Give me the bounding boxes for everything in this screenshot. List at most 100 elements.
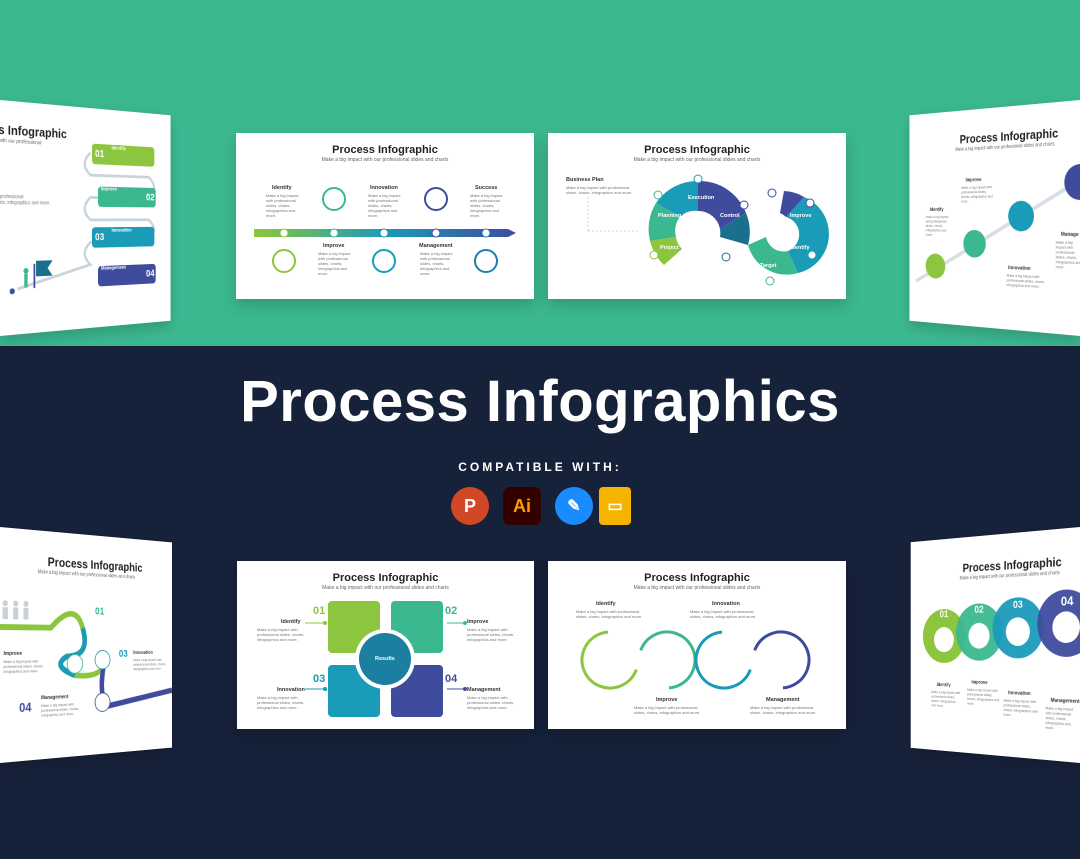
step-label: Improve (965, 177, 982, 184)
segment-label: Improve (790, 213, 812, 219)
main-headline: Process Infographics (240, 369, 840, 434)
step-number: 01 (95, 606, 105, 618)
step-label: Management (467, 687, 501, 693)
step-desc: Make a big impact with professional slid… (566, 185, 633, 195)
step-label: Identify (936, 682, 951, 689)
step-label: Innovation (277, 687, 305, 693)
step-label: Improve (467, 619, 489, 625)
app-glyph: P (463, 495, 476, 516)
step-desc: Make a big impact with professional slid… (133, 657, 167, 672)
segment-label: Planning (658, 213, 682, 219)
step-label: Identify (111, 145, 126, 152)
google-slides-icon: ▭ (599, 487, 631, 525)
top-green-band (0, 0, 1080, 346)
step-number: 04 (19, 699, 32, 715)
illustrator-icon: Ai (503, 487, 541, 525)
preview-slide-5: Process Infographic Make a big impact wi… (0, 527, 172, 763)
app-glyph: Ai (513, 495, 531, 516)
quadrant-graphic (305, 601, 467, 717)
segment-label: Control (720, 213, 740, 219)
step-desc: Make a big impact with professional slid… (750, 705, 817, 715)
step-label: Innovation (370, 185, 398, 191)
step-label: Improve (971, 679, 988, 686)
slide-subtitle: Make a big impact with our professional … (633, 585, 761, 591)
step-desc: Make a big impact with professional slid… (467, 627, 515, 642)
step-number: 03 (95, 231, 105, 244)
compatible-with-label: COMPATIBLE WITH: (458, 460, 622, 474)
slide-subtitle: Make a big impact with our professional … (321, 157, 449, 163)
step-desc: Make a big impact with professional slid… (576, 609, 643, 619)
step-desc: Make a big impact with professional slid… (931, 689, 961, 708)
step-label: Innovation (1008, 690, 1031, 697)
step-desc: Make a big impact with professional slid… (925, 214, 949, 237)
step-label: Identify (281, 619, 301, 625)
step-number: 03 (313, 673, 326, 685)
preview-slide-7: Process Infographic Make a big impact wi… (548, 561, 846, 729)
step-label: Management (41, 694, 69, 702)
step-number: 03 (118, 648, 128, 660)
step-desc: Make a big impact with professional slid… (1006, 272, 1045, 289)
step-number: 02 (445, 605, 458, 617)
powerpoint-icon: P (451, 487, 489, 525)
arrow-timeline-graphic (254, 187, 516, 273)
step-number: 04 (445, 673, 458, 685)
step-label: Identify (929, 207, 944, 213)
step-number: 02 (974, 604, 984, 616)
step-desc: Make a big impact with professional slid… (266, 193, 299, 218)
preview-slide-8: Process Infographic Make a big impact wi… (910, 527, 1080, 763)
slide-title: Process Infographic (644, 144, 750, 156)
keynote-icon: ✎ (555, 487, 593, 525)
step-label: Innovation (1008, 265, 1031, 272)
step-desc: Make a big impact with professional slid… (634, 705, 701, 715)
step-label: Success (475, 185, 498, 191)
app-glyph: ▭ (607, 498, 623, 515)
step-desc: Make a big impact with professional slid… (3, 658, 44, 674)
step-label: Innovation (712, 601, 740, 607)
segment-label: Project (660, 245, 679, 251)
step-desc: Make a big impact with professional slid… (318, 251, 351, 276)
business-plan-label: Business Plan (566, 177, 604, 183)
step-label: Management (419, 243, 453, 249)
step-desc: Make a big impact with professional slid… (257, 695, 305, 710)
step-desc: Make a big impact with professional slid… (368, 193, 401, 218)
step-desc: Make a big impact with professional slid… (961, 184, 993, 204)
step-label: Improve (323, 243, 345, 249)
step-desc: Make a big impact with professional slid… (966, 687, 1000, 706)
step-number: 04 (146, 268, 155, 280)
step-desc: Make a big impact with professional slid… (470, 193, 503, 218)
app-glyph: ✎ (567, 498, 581, 515)
step-label: Innovation (111, 227, 132, 234)
overlapping-circles-graphic (922, 588, 1080, 664)
step-desc: Make a big impact with professional slid… (41, 701, 79, 718)
cycle-segments-graphic (587, 174, 829, 286)
step-label: Management (101, 265, 126, 272)
step-label: Identify (596, 601, 616, 607)
step-number: 01 (95, 148, 105, 160)
step-desc: Make a big impact with professional slid… (420, 251, 453, 276)
segment-label: Identify (728, 244, 748, 250)
step-number: 01 (313, 605, 326, 617)
preview-slide-1: s Infographic with our professional prof… (0, 100, 171, 336)
step-label: Identify (272, 185, 292, 191)
step-label: Improve (3, 650, 23, 657)
step-number: 04 (1060, 593, 1074, 609)
step-label: Management (766, 697, 800, 703)
step-desc: Make a big impact with professional slid… (257, 627, 305, 642)
slide-subtitle: Make a big impact with our professional … (633, 157, 761, 163)
step-number: 03 (1012, 599, 1023, 611)
winding-road-graphic (0, 527, 172, 763)
segment-label: Target (760, 263, 777, 269)
segment-label: Execution (688, 195, 715, 201)
slide-title: Process Infographic (332, 572, 439, 584)
step-desc: Make a big impact with professional slid… (1003, 697, 1038, 718)
step-desc: Make a big impact with professional slid… (467, 695, 515, 710)
preview-slide-2: Process Infographic Make a big impact wi… (236, 133, 534, 299)
step-label: Improve (101, 186, 117, 193)
segment-label: Identify (790, 245, 810, 251)
preview-slide-6: Process Infographic Make a big impact wi… (237, 561, 534, 729)
step-desc: Make a big impact with professional slid… (1045, 705, 1074, 731)
slide-title: Process Infographic (332, 144, 438, 156)
slide-subtitle: Make a big impact with our professional … (322, 585, 449, 591)
step-label: Innovation (133, 650, 153, 656)
step-desc: Make a big impact with professional slid… (1055, 239, 1080, 270)
